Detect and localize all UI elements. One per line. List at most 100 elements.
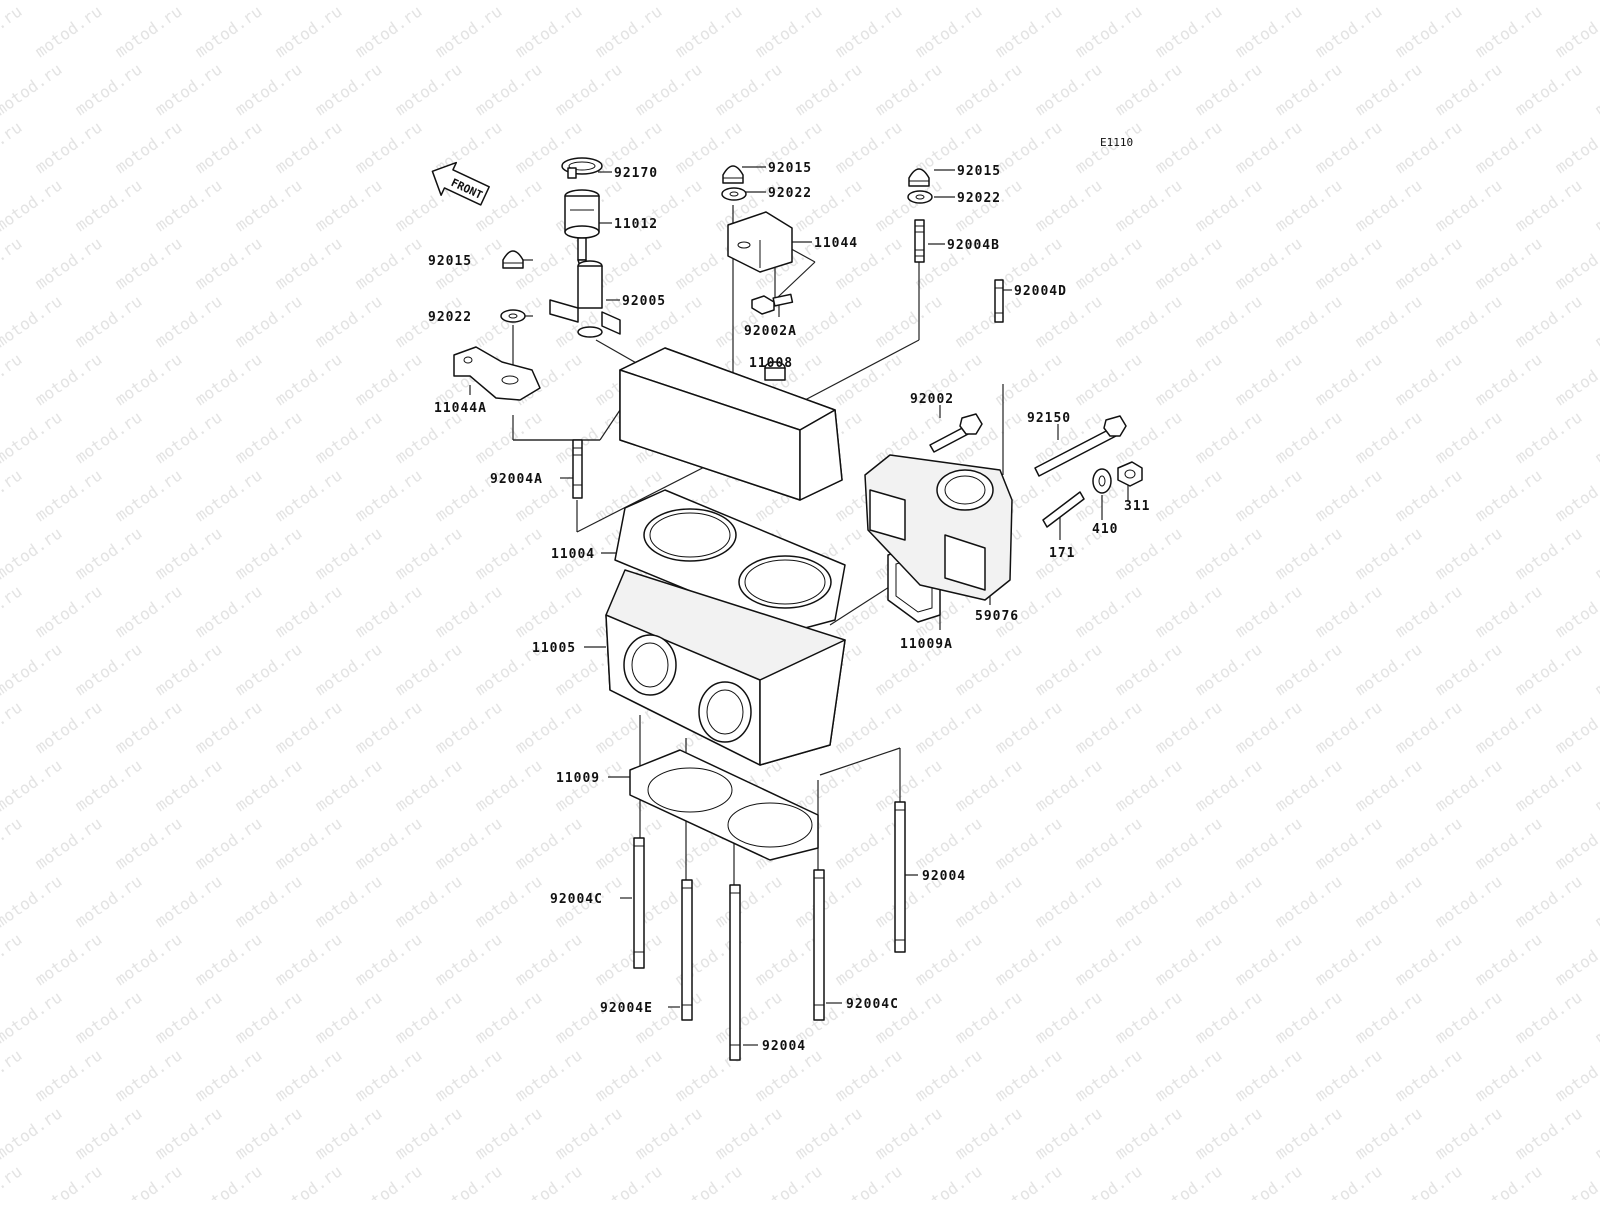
- watermark-text: motod.ru: [1511, 0, 1585, 3]
- watermark-text: motod.ru: [0, 292, 65, 352]
- watermark-text: motod.ru: [1111, 408, 1185, 468]
- watermark-text: motod.ru: [1191, 524, 1265, 584]
- watermark-text: motod.ru: [231, 176, 305, 236]
- watermark-text: motod.ru: [1271, 988, 1345, 1048]
- watermark-text: motod.ru: [151, 756, 225, 816]
- watermark-text: motod.ru: [871, 756, 945, 816]
- watermark-text: motod.ru: [271, 234, 345, 294]
- label-92022: 92022: [957, 191, 1001, 206]
- watermark-text: motod.ru: [1591, 292, 1600, 352]
- watermark-text: motod.ru: [1031, 60, 1105, 120]
- watermark-text: motod.ru: [1511, 408, 1585, 468]
- watermark-text: motod.ru: [0, 1046, 25, 1106]
- watermark-text: motod.ru: [1431, 524, 1505, 584]
- watermark-text: motod.ru: [1111, 1104, 1185, 1164]
- watermark-text: motod.ru: [71, 60, 145, 120]
- watermark-text: motod.ru: [1231, 350, 1305, 410]
- watermark-text: motod.ru: [1071, 698, 1145, 758]
- label-92022: 92022: [428, 310, 472, 325]
- watermark-text: motod.ru: [551, 1104, 625, 1164]
- watermark-text: motod.ru: [71, 524, 145, 584]
- watermark-text: motod.ru: [1231, 814, 1305, 874]
- watermark-text: motod.ru: [0, 582, 25, 642]
- watermark-text: motod.ru: [1391, 930, 1465, 990]
- watermark-text: motod.ru: [1391, 118, 1465, 178]
- watermark-text: motod.ru: [1471, 1046, 1545, 1106]
- label-11009: 11009: [556, 771, 600, 786]
- watermark-text: motod.ru: [311, 1104, 385, 1164]
- watermark-text: motod.ru: [1471, 814, 1545, 874]
- watermark-text: motod.ru: [471, 1104, 545, 1164]
- label-92002A: 92002A: [744, 324, 797, 339]
- watermark-text: motod.ru: [1391, 698, 1465, 758]
- watermark-text: motod.ru: [1511, 524, 1585, 584]
- watermark-text: motod.ru: [391, 524, 465, 584]
- watermark-text: motod.ru: [1471, 466, 1545, 526]
- watermark-text: motod.ru: [911, 1162, 985, 1200]
- watermark-text: motod.ru: [391, 872, 465, 932]
- watermark-text: motod.ru: [911, 1046, 985, 1106]
- watermark-text: motod.ru: [871, 60, 945, 120]
- label-92015: 92015: [957, 164, 1001, 179]
- bracket-part: [727, 211, 793, 273]
- nut-part: [1117, 461, 1143, 487]
- watermark-text: motod.ru: [1111, 640, 1185, 700]
- watermark-text: motod.ru: [271, 1046, 345, 1106]
- watermark-text: motod.ru: [151, 60, 225, 120]
- watermark-text: motod.ru: [111, 1162, 185, 1200]
- watermark-text: motod.ru: [1351, 60, 1425, 120]
- watermark-text: motod.ru: [1551, 350, 1600, 410]
- pipe-fitting-part: [549, 260, 621, 338]
- watermark-text: motod.ru: [511, 582, 585, 642]
- label-410: 410: [1092, 522, 1118, 537]
- watermark-text: motod.ru: [831, 350, 905, 410]
- washer-part: [1092, 468, 1112, 494]
- watermark-text: motod.ru: [191, 1046, 265, 1106]
- watermark-text: motod.ru: [1111, 0, 1185, 3]
- watermark-text: motod.ru: [1591, 0, 1600, 3]
- stud-part: [681, 879, 693, 1021]
- watermark-text: motod.ru: [751, 1046, 825, 1106]
- watermark-text: motod.ru: [1111, 988, 1185, 1048]
- watermark-text: motod.ru: [1151, 234, 1225, 294]
- label-311: 311: [1124, 499, 1150, 514]
- watermark-text: motod.ru: [1071, 350, 1145, 410]
- watermark-text: motod.ru: [1391, 1162, 1465, 1200]
- watermark-text: motod.ru: [151, 1104, 225, 1164]
- watermark-text: motod.ru: [1471, 234, 1545, 294]
- watermark-text: motod.ru: [1031, 872, 1105, 932]
- watermark-text: motod.ru: [151, 988, 225, 1048]
- watermark-text: motod.ru: [1231, 118, 1305, 178]
- watermark-text: motod.ru: [591, 1162, 665, 1200]
- watermark-text: motod.ru: [1511, 60, 1585, 120]
- watermark-text: motod.ru: [1191, 988, 1265, 1048]
- watermark-text: motod.ru: [191, 118, 265, 178]
- watermark-text: motod.ru: [631, 0, 705, 3]
- watermark-text: motod.ru: [871, 292, 945, 352]
- watermark-text: motod.ru: [271, 2, 345, 62]
- watermark-text: motod.ru: [1351, 524, 1425, 584]
- label-92005: 92005: [622, 294, 666, 309]
- watermark-text: motod.ru: [1551, 466, 1600, 526]
- watermark-text: motod.ru: [0, 814, 25, 874]
- watermark-text: motod.ru: [311, 872, 385, 932]
- watermark-text: motod.ru: [471, 988, 545, 1048]
- watermark-text: motod.ru: [951, 60, 1025, 120]
- watermark-text: motod.ru: [991, 1162, 1065, 1200]
- watermark-text: motod.ru: [111, 582, 185, 642]
- stud-part: [572, 439, 583, 499]
- watermark-text: motod.ru: [0, 118, 25, 178]
- watermark-text: motod.ru: [1591, 872, 1600, 932]
- watermark-text: motod.ru: [351, 234, 425, 294]
- watermark-text: motod.ru: [711, 0, 785, 3]
- watermark-text: motod.ru: [271, 814, 345, 874]
- washer-part: [500, 309, 526, 323]
- bolt-part: [929, 413, 983, 453]
- watermark-text: motod.ru: [1591, 176, 1600, 236]
- watermark-text: motod.ru: [1431, 640, 1505, 700]
- watermark-text: motod.ru: [1471, 698, 1545, 758]
- watermark-text: motod.ru: [1551, 118, 1600, 178]
- watermark-text: motod.ru: [591, 930, 665, 990]
- watermark-text: motod.ru: [831, 1046, 905, 1106]
- watermark-text: motod.ru: [351, 1046, 425, 1106]
